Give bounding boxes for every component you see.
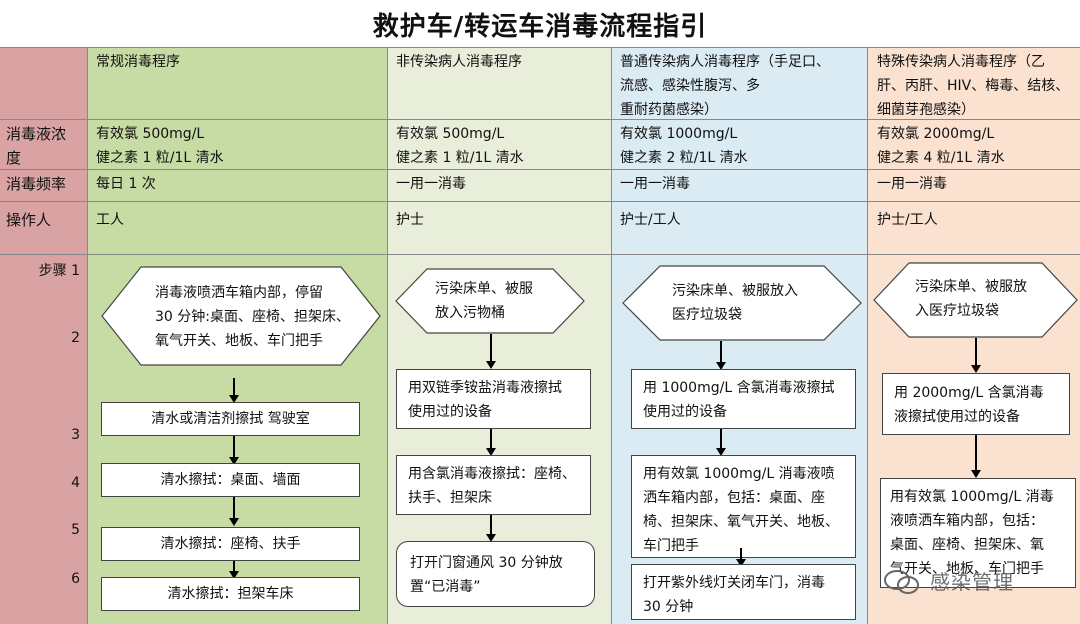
common-infectious-step-2: 用 1000mg/L 含氯消毒液擦拭 使用过的设备 [631, 369, 856, 429]
routine-step-5: 清水擦拭：座椅、扶手 [101, 527, 360, 561]
watermark-text: 感染管理 [930, 570, 1014, 594]
grid-line [611, 47, 612, 624]
non-infectious-start-hexagon: 污染床单、被服 放入污物桶 [395, 268, 585, 334]
concentration-routine: 有效氯 500mg/L 健之素 1 粒/1L 清水 [96, 126, 224, 166]
special-infectious-start-text: 污染床单、被服放 入医疗垃圾袋 [915, 279, 1027, 319]
step-label-3: 3 [71, 427, 80, 443]
common-infectious-step-4: 打开紫外线灯关闭车门，消毒 30 分钟 [631, 564, 856, 620]
routine-step-3: 清水或清洁剂擦拭 驾驶室 [101, 402, 360, 436]
special-infectious-step-3: 用有效氯 1000mg/L 消毒 液喷洒车箱内部，包括： 桌面、座椅、担架床、氧… [880, 478, 1076, 588]
common-infectious-step-3: 用有效氯 1000mg/L 消毒液喷 洒车箱内部，包括：桌面、座 椅、担架床、氧… [631, 455, 856, 558]
concentration-non-infectious: 有效氯 500mg/L 健之素 1 粒/1L 清水 [396, 126, 524, 166]
header-non-infectious: 非传染病人消毒程序 [396, 54, 522, 70]
flow-arrow [229, 436, 239, 465]
flow-arrow [486, 429, 496, 456]
non-infectious-column [387, 47, 611, 624]
flow-arrow [736, 548, 746, 567]
step-label-2: 2 [71, 330, 80, 346]
concentration-common-infectious: 有效氯 1000mg/L 健之素 2 粒/1L 清水 [620, 126, 748, 166]
non-infectious-start-text: 污染床单、被服 放入污物桶 [435, 281, 533, 321]
wechat-icon [884, 570, 919, 594]
concentration-special-infectious: 有效氯 2000mg/L 健之素 4 粒/1L 清水 [877, 126, 1005, 166]
non-infectious-step-2: 用双链季铵盐消毒液擦拭 使用过的设备 [396, 369, 591, 429]
step-label-4: 4 [71, 475, 80, 491]
step-label-6: 6 [71, 571, 80, 587]
concentration-label: 消毒液浓 度 [6, 125, 67, 167]
grid-line [0, 47, 1080, 48]
grid-line [387, 47, 388, 624]
special-infectious-step-2: 用 2000mg/L 含氯消毒 液擦拭使用过的设备 [882, 373, 1070, 435]
flow-arrow [229, 561, 239, 579]
routine-start-hexagon: 消毒液喷洒车箱内部，停留 30 分钟:桌面、座椅、担架床、 氧气开关、地板、车门… [101, 266, 381, 366]
common-infectious-start-text: 污染床单、被服放入 医疗垃圾袋 [672, 283, 798, 323]
page-title: 救护车/转运车消毒流程指引 [372, 12, 708, 42]
frequency-routine: 每日 1 次 [96, 176, 156, 192]
header-routine: 常规消毒程序 [96, 54, 180, 70]
flow-arrow [229, 378, 239, 403]
grid-line [0, 119, 1080, 120]
step-label-1: 步骤 1 [38, 263, 80, 279]
operator-non-infectious: 护士 [396, 212, 424, 228]
grid-line [0, 169, 1080, 170]
frequency-common-infectious: 一用一消毒 [620, 176, 690, 192]
grid-line [0, 254, 1080, 255]
frequency-special-infectious: 一用一消毒 [877, 176, 947, 192]
operator-routine: 工人 [96, 212, 124, 228]
label-column [0, 47, 87, 624]
operator-special-infectious: 护士/工人 [877, 212, 938, 228]
flow-arrow [486, 515, 496, 542]
grid-line [0, 201, 1080, 202]
grid-line [867, 47, 868, 624]
routine-step-4: 清水擦拭：桌面、墙面 [101, 463, 360, 497]
header-common-infectious: 普通传染病人消毒程序（手足口、 流感、感染性腹泻、多 重耐药菌感染） [620, 54, 830, 118]
flow-arrow [229, 497, 239, 526]
common-infectious-start-hexagon: 污染床单、被服放入 医疗垃圾袋 [622, 265, 862, 341]
special-infectious-start-hexagon: 污染床单、被服放 入医疗垃圾袋 [873, 262, 1078, 338]
routine-step-6: 清水擦拭：担架车床 [101, 577, 360, 611]
flow-arrow [716, 341, 726, 370]
operator-common-infectious: 护士/工人 [620, 212, 681, 228]
frequency-label: 消毒频率 [6, 175, 67, 193]
flow-arrow [971, 338, 981, 373]
operator-label: 操作人 [6, 211, 52, 229]
flow-arrow [716, 429, 726, 456]
flow-arrow [486, 334, 496, 369]
frequency-non-infectious: 一用一消毒 [396, 176, 466, 192]
non-infectious-step-4: 打开门窗通风 30 分钟放 置“已消毒” [396, 541, 595, 607]
routine-start-text: 消毒液喷洒车箱内部，停留 30 分钟:桌面、座椅、担架床、 氧气开关、地板、车门… [155, 285, 350, 349]
grid-line [87, 47, 88, 624]
step-label-5: 5 [71, 522, 80, 538]
non-infectious-step-3: 用含氯消毒液擦拭：座椅、 扶手、担架床 [396, 455, 591, 515]
flow-arrow [971, 435, 981, 478]
header-special-infectious: 特殊传染病人消毒程序（乙 肝、丙肝、HIV、梅毒、结核、 细菌芽孢感染） [877, 54, 1070, 118]
